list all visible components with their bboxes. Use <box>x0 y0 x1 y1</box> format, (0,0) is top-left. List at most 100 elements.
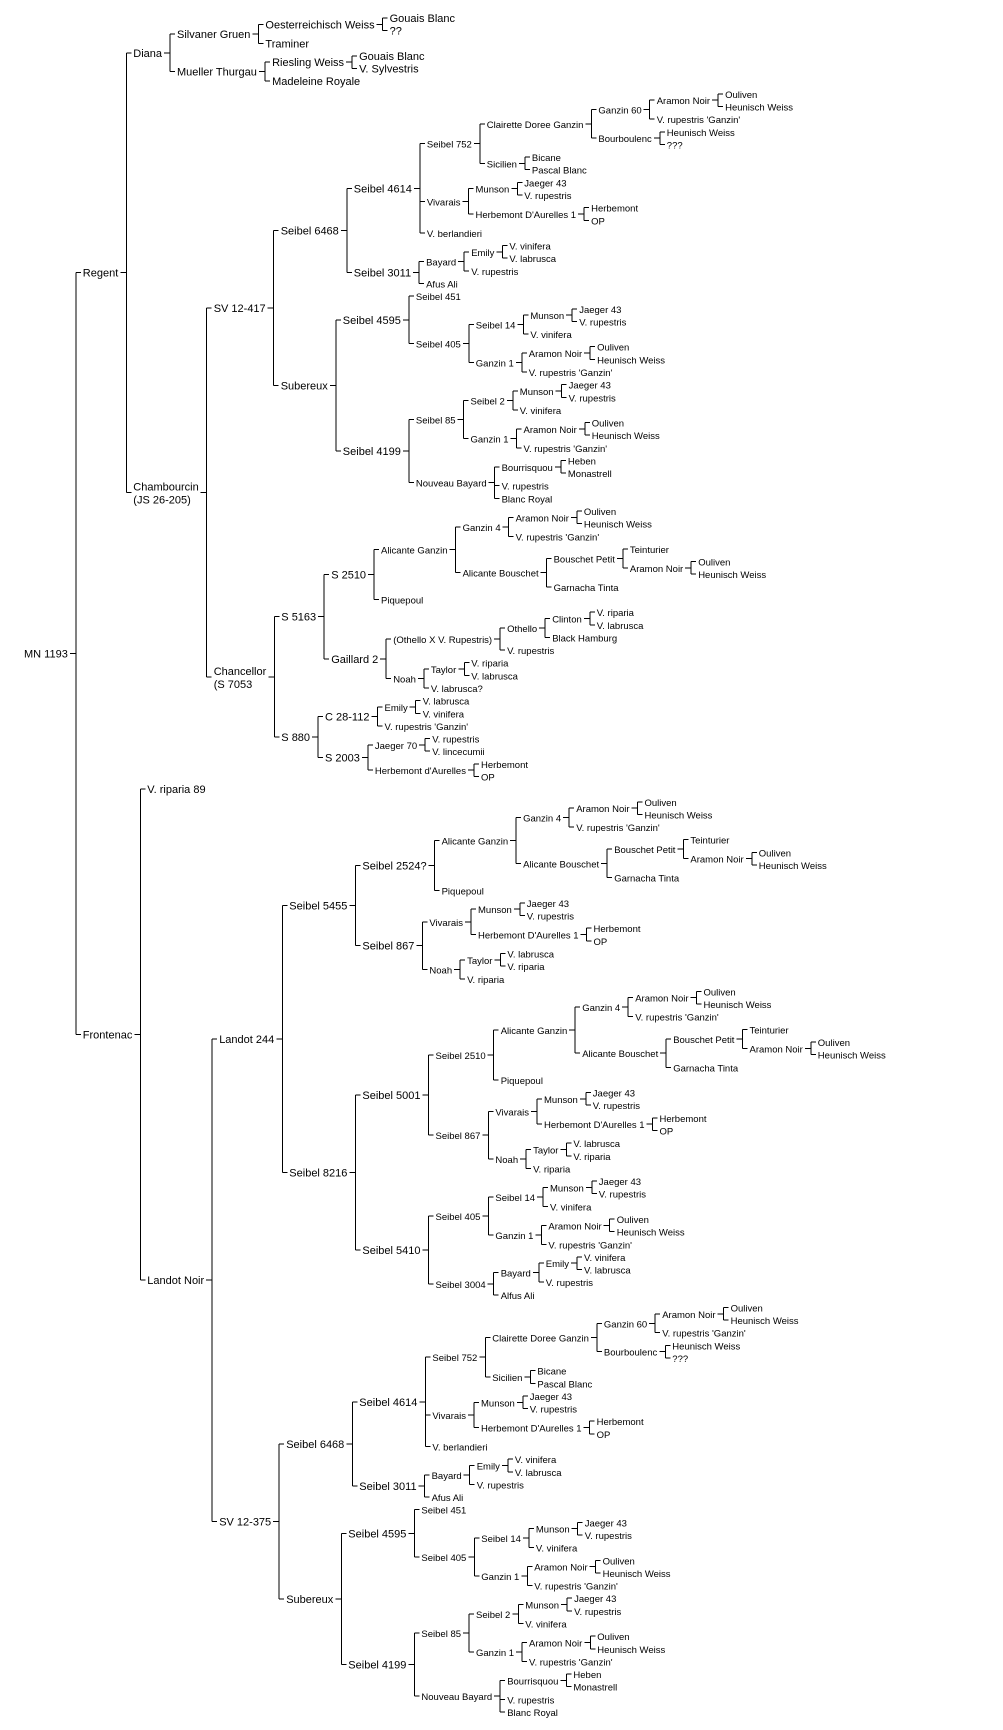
node-label: Seibel 4614 <box>354 183 412 195</box>
node-label: V. rupestris <box>471 267 518 278</box>
node-label: Traminer <box>265 38 309 50</box>
node-label: Seibel 5410 <box>362 1245 420 1257</box>
node-label: Alicante Bouschet <box>463 569 539 580</box>
node-label: V. rupestris <box>593 1101 640 1112</box>
node-label: V. labrusca <box>515 1468 562 1479</box>
node-label: MN 1193 <box>24 649 68 661</box>
node-label: Jaeger 43 <box>599 1177 641 1188</box>
node-label: Ouliven <box>759 848 791 859</box>
node-label: S 2510 <box>331 570 366 582</box>
node-label: Heunisch Weiss <box>617 1228 685 1239</box>
node-label: Aramon Noir <box>630 564 683 575</box>
node-label: Ouliven <box>617 1215 649 1226</box>
node-label: OP <box>481 773 495 784</box>
node-label: Aramon Noir <box>534 1563 587 1574</box>
node-label-line: Chambourcin <box>133 481 198 493</box>
node-label: V. labrusca <box>584 1266 631 1277</box>
node-label: Herbemont <box>481 760 528 771</box>
node-label: V. rupestris <box>599 1190 646 1201</box>
node-label: Gouais Blanc <box>390 13 456 25</box>
node-label: V. riparia <box>597 608 635 619</box>
node-label: Landot Noir <box>147 1275 204 1287</box>
node-label: Seibel 8216 <box>289 1168 347 1180</box>
node-label: Noah <box>429 965 452 976</box>
node-label: Vivarais <box>495 1108 529 1119</box>
node-label: V. rupestris <box>585 1531 632 1542</box>
node-label: V. vinifera <box>530 330 572 341</box>
node-label: Heunisch Weiss <box>667 128 735 139</box>
node-label: Nouveau Bayard <box>416 479 487 490</box>
node-label: Seibel 405 <box>421 1553 466 1564</box>
node-label: Clinton <box>552 615 582 626</box>
node-label: Herbemont D'Aurelles 1 <box>476 210 577 221</box>
node-label: Heunisch Weiss <box>597 1645 665 1656</box>
node-label: Bayard <box>426 257 456 268</box>
node-label: Seibel 451 <box>416 292 461 303</box>
node-label: Ganzin 1 <box>471 434 509 445</box>
node-label: Subereux <box>281 380 329 392</box>
node-label: Bicane <box>537 1367 566 1378</box>
node-label: Monastrell <box>573 1683 617 1694</box>
node-label: Seibel 4614 <box>359 1397 417 1409</box>
node-label: Ouliven <box>698 558 730 569</box>
node-label: Herbemont <box>597 1417 644 1428</box>
node-label-line: (JS 26-205) <box>133 494 190 506</box>
node-label: V. labrusca <box>423 697 470 708</box>
node-label: Ouliven <box>597 343 629 354</box>
node-label: Piquepoul <box>442 886 484 897</box>
node-label: Seibel 867 <box>362 941 414 953</box>
node-label: Pascal Blanc <box>532 166 587 177</box>
node-label: Bourrisquou <box>502 463 553 474</box>
node-label: V. riparia 89 <box>147 784 205 796</box>
node-label: Emily <box>477 1462 500 1473</box>
node-label: Ganzin 4 <box>582 1003 620 1014</box>
node-label: Ouliven <box>645 798 677 809</box>
node-label: S 5163 <box>281 612 316 624</box>
node-label: OP <box>591 216 605 227</box>
node-label: V. riparia <box>533 1164 571 1175</box>
node-label: Seibel 5001 <box>362 1090 420 1102</box>
node-label: (Othello X V. Rupestris) <box>393 635 492 646</box>
node-label: Munson <box>544 1095 578 1106</box>
node-label: Jaeger 43 <box>585 1518 627 1529</box>
node-label: Othello <box>507 624 537 635</box>
node-label: Vivarais <box>429 918 463 929</box>
node-label: Alicante Ganzin <box>381 546 448 557</box>
node-label: Jaeger 43 <box>579 305 621 316</box>
node-label: V. riparia <box>507 962 545 973</box>
node-label: Chancellor(S 7053 <box>214 666 267 691</box>
node-label: Munson <box>478 905 512 916</box>
node-label: S 2003 <box>325 753 360 765</box>
node-label: Munson <box>481 1398 515 1409</box>
node-label: V. vinifera <box>525 1620 567 1631</box>
node-label: Subereux <box>286 1594 334 1606</box>
node-label: Gaillard 2 <box>331 654 378 666</box>
node-label: Ouliven <box>603 1556 635 1567</box>
node-label: ??? <box>672 1354 688 1365</box>
node-label: Seibel 2510 <box>436 1051 486 1062</box>
node-label: Taylor <box>533 1145 558 1156</box>
node-label: Herbemont D'Aurelles 1 <box>478 931 579 942</box>
node-label: Munson <box>530 311 564 322</box>
node-label: Munson <box>520 387 554 398</box>
node-label: Bouschet Petit <box>614 845 676 856</box>
node-label: Emily <box>471 248 494 259</box>
node-label: Landot 244 <box>219 1034 274 1046</box>
node-label: Garnacha Tinta <box>554 583 620 594</box>
node-label: Ganzin 4 <box>463 523 501 534</box>
node-label: Ouliven <box>731 1304 763 1315</box>
node-label: Taylor <box>467 956 492 967</box>
node-label: V. vinifera <box>536 1544 578 1555</box>
node-label: V. labrusca <box>471 671 518 682</box>
node-label: Heunisch Weiss <box>759 861 827 872</box>
node-label: Seibel 14 <box>495 1193 535 1204</box>
node-label: Alicante Ganzin <box>501 1026 568 1037</box>
node-label: V. rupestris <box>502 482 549 493</box>
node-label: Seibel 5455 <box>289 901 347 913</box>
node-label: Silvaner Gruen <box>177 29 250 41</box>
node-label: Seibel 4199 <box>348 1660 406 1672</box>
node-label: Taylor <box>431 665 456 676</box>
node-label: Teinturier <box>750 1025 789 1036</box>
node-label: V. labrusca <box>597 621 644 632</box>
node-label: Heunisch Weiss <box>818 1051 886 1062</box>
